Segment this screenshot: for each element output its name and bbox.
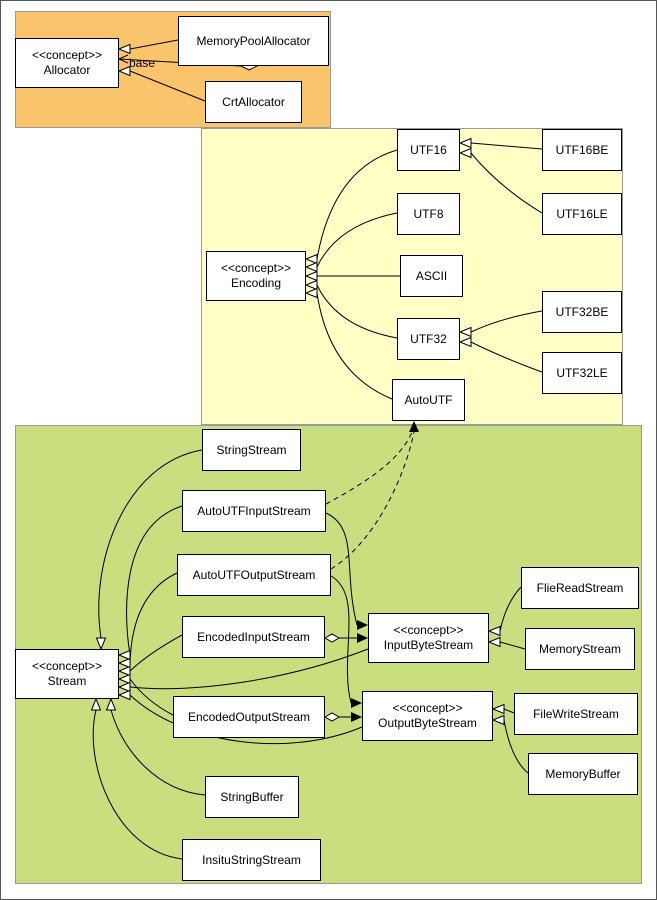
node-stereotype: <<concept>>: [220, 261, 292, 275]
node-encoded-output-stream: EncodedOutputStream: [173, 696, 325, 738]
node-label: MemoryPoolAllocator: [196, 33, 311, 48]
node-input-byte-stream: <<concept>> InputByteStream: [368, 613, 489, 663]
node-string-buffer: StringBuffer: [205, 776, 299, 818]
node-label: UTF8: [413, 206, 444, 221]
node-label: Allocator: [43, 63, 91, 77]
node-auto-utf: AutoUTF: [392, 379, 465, 421]
node-auto-utf-output-stream: AutoUTFOutputStream: [177, 554, 331, 596]
node-stereotype: <<concept>>: [31, 659, 103, 673]
node-stereotype: <<concept>>: [392, 701, 463, 715]
node-auto-utf-input-stream: AutoUTFInputStream: [182, 490, 326, 532]
node-label: MemoryBuffer: [545, 766, 621, 781]
node-label: StringBuffer: [220, 789, 284, 804]
node-stereotype: <<concept>>: [31, 48, 103, 62]
node-label: UTF32LE: [556, 365, 608, 380]
node-label: FlieReadStream: [536, 580, 624, 595]
node-encoding: <<concept>> Encoding: [206, 251, 306, 301]
node-label: FileWriteStream: [533, 706, 619, 721]
node-memory-stream: MemoryStream: [525, 628, 635, 670]
node-utf32le: UTF32LE: [542, 352, 622, 394]
node-label: InsituStringStream: [202, 852, 301, 867]
node-label: Encoding: [230, 276, 282, 290]
node-utf32be: UTF32BE: [542, 291, 622, 333]
node-label: EncodedInputStream: [197, 629, 310, 644]
node-label: UTF16: [410, 142, 447, 157]
node-label: StringStream: [216, 442, 287, 457]
node-label: EncodedOutputStream: [187, 709, 311, 724]
node-label: UTF32: [410, 331, 447, 346]
node-utf16be: UTF16BE: [542, 129, 622, 171]
node-utf8: UTF8: [397, 193, 460, 235]
node-stream: <<concept>> Stream: [15, 649, 119, 699]
node-label: InputByteStream: [383, 638, 474, 652]
node-encoded-input-stream: EncodedInputStream: [182, 616, 325, 658]
node-ascii: ASCII: [400, 255, 463, 297]
node-insitu-string-stream: InsituStringStream: [182, 839, 321, 881]
node-label: MemoryStream: [538, 641, 621, 656]
node-allocator: <<concept>> Allocator: [15, 38, 119, 88]
node-label: AutoUTFOutputStream: [192, 567, 316, 582]
node-utf16le: UTF16LE: [542, 193, 622, 235]
node-utf32: UTF32: [397, 318, 460, 360]
node-output-byte-stream: <<concept>> OutputByteStream: [362, 691, 493, 741]
node-label: UTF16LE: [556, 206, 608, 221]
node-label: AutoUTFInputStream: [197, 503, 311, 518]
node-memory-pool-allocator: MemoryPoolAllocator: [178, 16, 329, 66]
node-stereotype: <<concept>>: [393, 623, 464, 637]
node-memory-buffer: MemoryBuffer: [528, 753, 638, 795]
node-label: ASCII: [415, 268, 448, 283]
node-string-stream: StringStream: [202, 429, 301, 471]
node-label: UTF16BE: [555, 142, 609, 157]
node-label: CrtAllocator: [222, 94, 285, 109]
node-file-write-stream: FileWriteStream: [514, 693, 638, 735]
node-label: UTF32BE: [555, 304, 609, 319]
node-utf16: UTF16: [397, 129, 460, 171]
node-label: AutoUTF: [404, 392, 453, 407]
node-file-read-stream: FlieReadStream: [521, 567, 639, 609]
node-crt-allocator: CrtAllocator: [205, 81, 302, 123]
node-label: Stream: [47, 674, 87, 688]
node-label: OutputByteStream: [378, 716, 477, 730]
